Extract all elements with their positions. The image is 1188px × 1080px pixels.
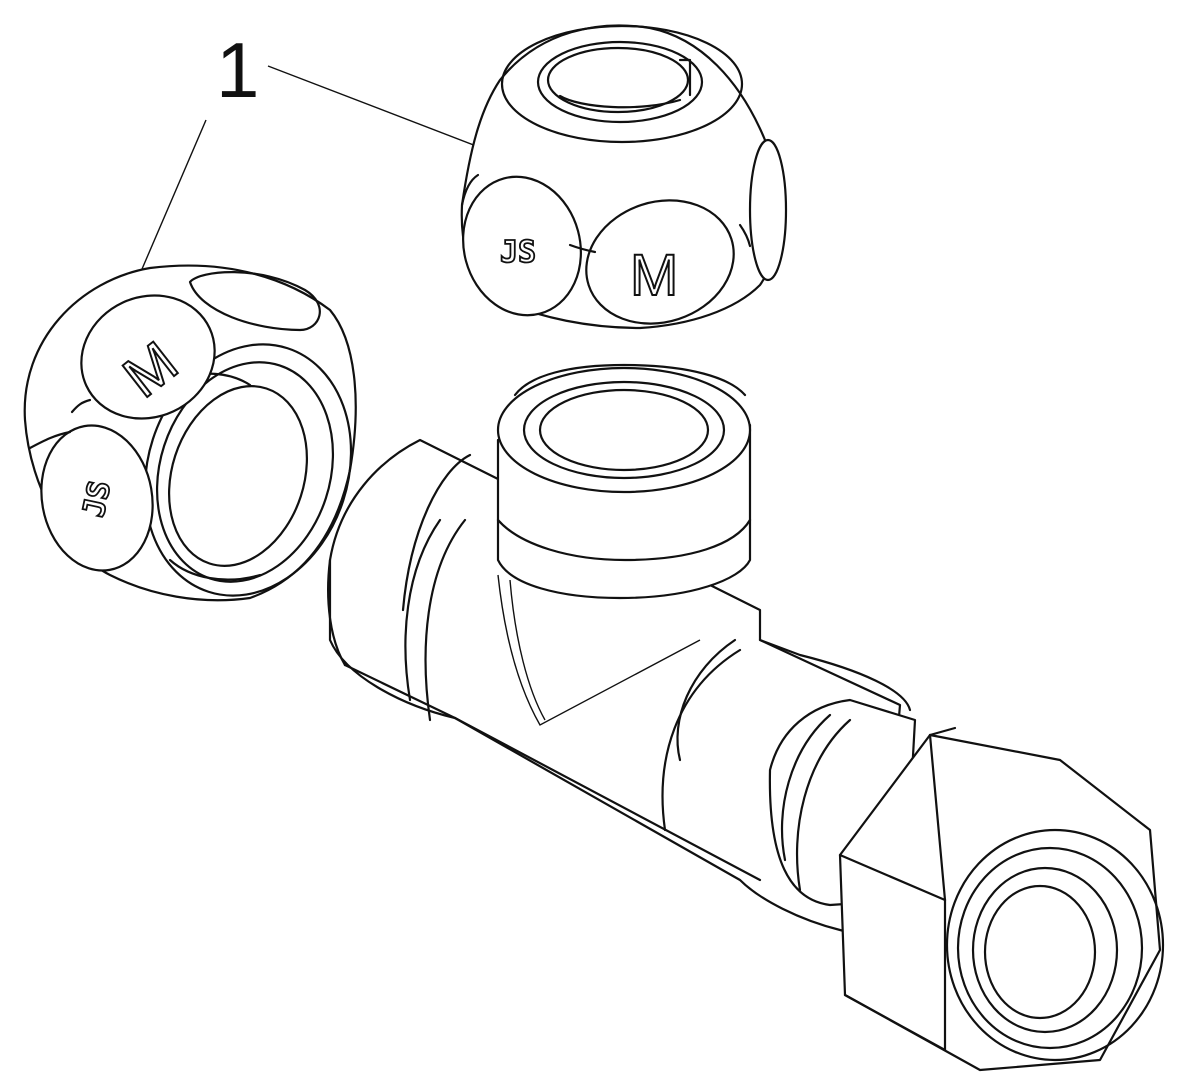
top-nut-facet-3 (738, 223, 752, 248)
top-nut-logo: JS (500, 235, 536, 270)
left-nut-m-disc (80, 294, 216, 420)
left-nut-facet-1 (28, 430, 72, 450)
tee-bottom-edge-left (343, 663, 457, 720)
hex-nut-edge-1 (838, 853, 947, 902)
hex-nut-edge-4 (843, 993, 947, 1052)
branch-socket-band (496, 518, 752, 562)
tee-branch-seam (497, 574, 701, 726)
tee-left-ring-2 (404, 518, 442, 702)
tee-right-collar-2 (661, 648, 742, 832)
right-olive-ring-1 (780, 713, 832, 862)
top-nut-logo-disc (462, 175, 582, 317)
top-nut-top-face (500, 24, 744, 144)
hex-nut-edge-3 (928, 726, 957, 737)
branch-socket-bore (538, 388, 710, 472)
branch-socket-top (496, 366, 752, 494)
hex-nut-face (945, 828, 1165, 1062)
tee-left-end (327, 558, 347, 667)
tee-left-ring-1 (401, 453, 472, 612)
hex-nut-bore (983, 884, 1097, 1020)
tee-right-collar-1 (676, 638, 737, 762)
right-olive-ring-2 (795, 718, 852, 892)
top-nut-thread-1 (558, 94, 682, 109)
top-nut-bore-inner (546, 46, 690, 114)
top-nut-facet-2 (568, 243, 597, 254)
left-nut-thread-2 (168, 558, 262, 581)
top-nut-m-disc (585, 199, 735, 325)
leader-line-left-nut (132, 119, 207, 291)
tee-left-ring-3 (424, 518, 467, 722)
branch-socket-lip (513, 363, 747, 397)
top-nut-thread-2 (678, 58, 692, 97)
hex-nut-edge-2 (928, 733, 947, 902)
hex-nut-thread-1 (956, 846, 1144, 1050)
top-nut-facet-1 (460, 173, 480, 207)
top-nut-bore-outer (536, 40, 704, 124)
hex-nut-thread-2 (971, 866, 1119, 1034)
top-nut-m-letter: M (630, 243, 678, 308)
callout-number: 1 (216, 26, 259, 114)
callout-group: 1 (132, 26, 571, 291)
top-nut-side-flat (748, 138, 788, 282)
tee-right-collar-top (758, 638, 912, 712)
tee-branch-socket (496, 363, 752, 600)
left-nut-facet-2 (70, 398, 92, 414)
left-nut-bore-inner (167, 385, 309, 567)
left-nut-top-flat (188, 271, 321, 332)
branch-socket-rim (522, 380, 726, 480)
left-nut-logo-disc (40, 424, 154, 572)
tee-body-outline (328, 438, 902, 942)
left-compression-nut: M JS (23, 264, 357, 602)
left-nut-logo: JS (76, 478, 118, 521)
tee-bottom-edge (453, 716, 762, 882)
tee-branch-seam-inner (509, 579, 546, 721)
hex-nut (838, 726, 1165, 1072)
top-compression-nut: M JS (460, 24, 788, 330)
left-nut-face (143, 343, 353, 597)
